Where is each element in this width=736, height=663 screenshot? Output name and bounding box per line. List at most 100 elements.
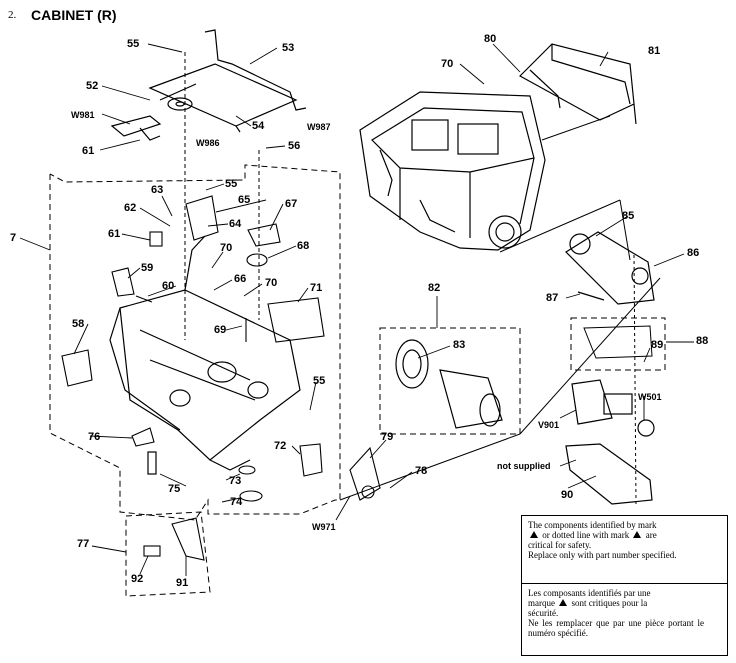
- callout-74: 74: [230, 496, 243, 508]
- callout-90: 90: [561, 489, 574, 501]
- callout-60: 60: [162, 280, 175, 292]
- callout-76: 76: [88, 431, 101, 443]
- callout-55: 55: [225, 178, 238, 190]
- part-90-shape: [565, 443, 653, 505]
- callout-52: 52: [86, 80, 99, 92]
- part-64-shape: [185, 195, 219, 241]
- part-73-shape: [238, 465, 256, 475]
- callout-83: 83: [453, 339, 466, 351]
- lens-83: [395, 339, 503, 429]
- callout-78: 78: [415, 465, 428, 477]
- safety-note-english: The components identified by mark or dot…: [528, 520, 704, 560]
- part-91-shape: [171, 517, 205, 561]
- callout-61: 61: [82, 145, 95, 157]
- callout-64: 64: [229, 218, 242, 230]
- part-88-plate: [583, 325, 653, 359]
- part-58-shape: [61, 349, 93, 387]
- callout-81: 81: [648, 45, 661, 57]
- note-fr-line4: Ne les remplacer que par une pièce porta…: [528, 618, 704, 638]
- part-60-shape: [135, 295, 153, 303]
- part-71-shape: [267, 297, 325, 343]
- part-92-shape: [143, 545, 161, 557]
- callout-w986: W986: [196, 138, 220, 148]
- callout-61: 61: [108, 228, 121, 240]
- section-number: 2.: [8, 9, 17, 21]
- callout-88: 88: [696, 335, 709, 347]
- callout-82: 82: [428, 282, 441, 294]
- callout-67: 67: [285, 198, 298, 210]
- callout-54: 54: [252, 120, 265, 132]
- note-fr-line1: Les composants identifiés par une: [528, 588, 651, 598]
- caution-triangle-icon: [559, 599, 568, 606]
- callout-70: 70: [265, 277, 278, 289]
- callout-58: 58: [72, 318, 85, 330]
- part-72-shape: [299, 443, 323, 477]
- callout-not-supplied: not supplied: [497, 461, 551, 471]
- callout-87: 87: [546, 292, 559, 304]
- callout-59: 59: [141, 262, 154, 274]
- callout-w971: W971: [312, 522, 336, 532]
- sub-assembly-88-boundary: [570, 317, 666, 371]
- bracket-53: [110, 29, 307, 141]
- part-74-shape: [239, 490, 263, 502]
- projection-line: [519, 277, 661, 435]
- callout-55: 55: [313, 375, 326, 387]
- part-68-shape: [246, 253, 268, 267]
- callout-89: 89: [651, 339, 664, 351]
- callout-71: 71: [310, 282, 323, 294]
- safety-notes-box: The components identified by mark or dot…: [521, 515, 728, 656]
- projection-line: [633, 254, 637, 505]
- note-en-line1: The components identified by mark: [528, 520, 657, 530]
- callout-92: 92: [131, 573, 144, 585]
- callout-69: 69: [214, 324, 227, 336]
- callout-91: 91: [176, 577, 189, 589]
- callout-7: 7: [10, 232, 17, 244]
- sub-assembly-77-boundary: [125, 511, 211, 597]
- callout-62: 62: [124, 202, 137, 214]
- diagram-title: CABINET (R): [31, 7, 117, 23]
- part-76-shape: [131, 427, 155, 447]
- caution-triangle-icon: [633, 531, 642, 538]
- callout-77: 77: [77, 538, 90, 550]
- small-parts: [61, 195, 381, 561]
- part-v901: [571, 379, 655, 437]
- callout-72: 72: [274, 440, 287, 452]
- callout-68: 68: [297, 240, 310, 252]
- callout-73: 73: [229, 475, 242, 487]
- callout-86: 86: [687, 247, 700, 259]
- callout-56: 56: [288, 140, 301, 152]
- notes-divider: [522, 583, 727, 584]
- callout-v901: V901: [538, 420, 560, 430]
- caution-triangle-icon: [530, 531, 538, 538]
- callout-75: 75: [168, 483, 181, 495]
- callout-70: 70: [441, 58, 454, 70]
- note-en-line2a: or dotted line with mark: [542, 530, 630, 540]
- callout-w501: W501: [638, 392, 662, 402]
- part-67-shape: [247, 223, 281, 247]
- note-en-line2b: are: [645, 530, 657, 540]
- mechanism-deck: [359, 91, 546, 251]
- projection-line: [339, 433, 521, 501]
- callout-85: 85: [622, 210, 635, 222]
- callout-65: 65: [238, 194, 251, 206]
- part-61-shape: [149, 231, 163, 247]
- chassis-frame: [109, 235, 301, 475]
- projection-line: [499, 199, 621, 253]
- note-fr-line2a: marque: [528, 598, 555, 608]
- cabinet-assembly-boundary: [49, 164, 341, 521]
- callout-80: 80: [484, 33, 497, 45]
- callout-55: 55: [127, 38, 140, 50]
- bracket-81: [519, 43, 637, 125]
- callout-w987: W987: [307, 122, 331, 132]
- callout-53: 53: [282, 42, 295, 54]
- safety-note-french: Les composants identifiés par une marque…: [528, 588, 704, 638]
- callout-79: 79: [381, 431, 394, 443]
- projection-line: [541, 115, 611, 141]
- callout-70: 70: [220, 242, 233, 254]
- part-w501-shape: [637, 419, 655, 437]
- projection-line: [619, 199, 631, 261]
- note-fr-line3: sécurité.: [528, 608, 559, 618]
- callout-66: 66: [234, 273, 247, 285]
- note-en-line3: critical for safety.: [528, 540, 592, 550]
